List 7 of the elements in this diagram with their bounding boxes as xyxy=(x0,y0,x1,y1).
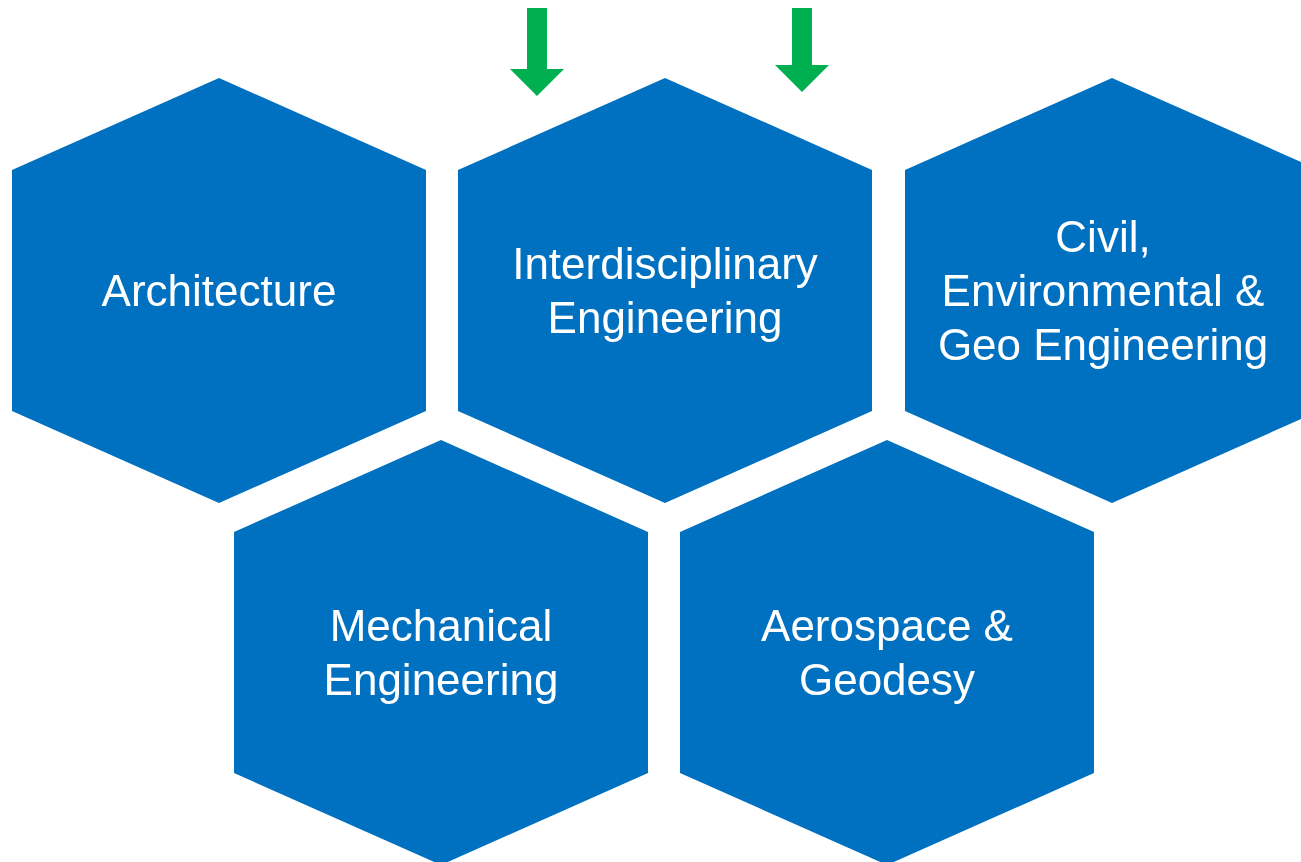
arrow xyxy=(510,8,564,96)
tile-label: Mechanical Engineering xyxy=(322,600,560,706)
tile-label: Interdisciplinary Engineering xyxy=(511,238,819,344)
arrow xyxy=(775,8,829,92)
tile-label: Civil, Environmental & Geo Engineering xyxy=(936,211,1270,371)
tile-label: Aerospace & Geodesy xyxy=(760,600,1014,706)
tile-label: Architecture xyxy=(100,265,338,317)
